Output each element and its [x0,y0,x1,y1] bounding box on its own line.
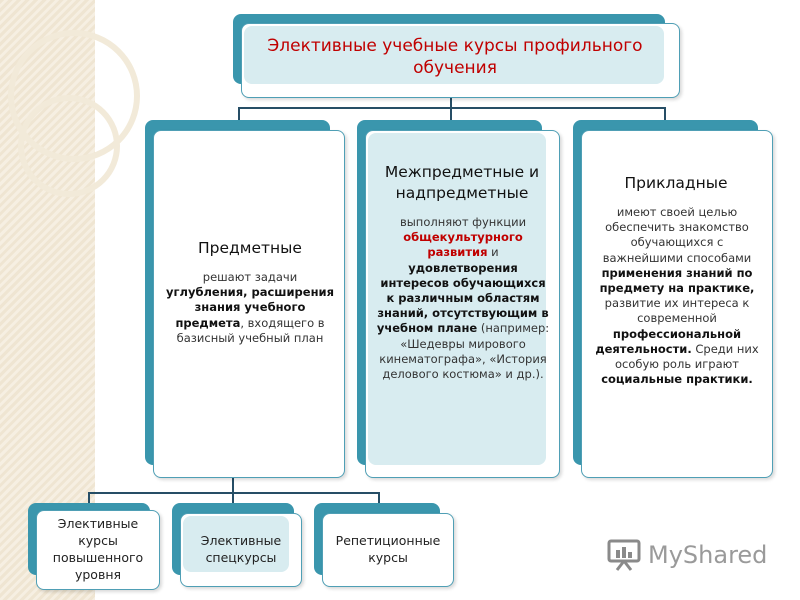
inter-column-text: выполняют функции общекультурного развит… [375,215,551,382]
inter-column-panel [368,133,546,465]
subject-column-panel [156,133,331,465]
subject-column-text: решают задачи углубления, расширения зна… [165,270,335,346]
logo-text: MyShared [648,541,768,569]
applied-text-bold: профессиональной деятельности. [595,326,742,356]
myshared-logo: MyShared [606,538,767,572]
title-panel [244,26,664,84]
applied-column-heading: Прикладные [624,174,728,192]
connector-line [232,492,234,506]
inter-text-part: (например: «Шедевры мирового кинематогра… [379,321,550,382]
connector-line [238,107,240,121]
connector-line [378,492,380,506]
applied-column-panel [584,133,759,465]
inter-column-heading: Межпредметные и надпредметные [384,163,540,202]
special-courses-label: Элективные спецкурсы [200,533,282,565]
special-courses-panel [183,516,289,572]
diagram-title: Элективные учебные курсы профильного обу… [267,36,643,78]
connector-line [664,107,666,121]
applied-column-text: имеют своей целью обеспечить знакомство … [589,205,765,387]
applied-text-bold: применения знаний по предмету на практик… [599,265,755,296]
applied-text-bold: социальные практики. [601,372,753,387]
connector-line [450,107,452,121]
subject-text-part: , входящего в базисный учебный план [176,315,325,345]
applied-text-part: Среди них особую роль играют [615,341,759,372]
advanced-courses-panel [39,513,147,576]
repetition-courses-panel [325,516,441,572]
advanced-courses-label: Элективные курсы повышенного уровня [52,516,144,582]
connector-line [88,492,380,494]
subject-text-bold: углубления, расширения знания учебного п… [166,285,334,330]
decorative-circle [18,95,120,197]
inter-text-highlight: общекультурного развития [403,230,523,260]
connector-line [232,478,234,493]
presentation-board-icon [607,539,641,571]
subject-column-heading: Предметные [198,239,302,257]
connector-line [450,97,452,108]
repetition-courses-label: Репетиционные курсы [335,533,441,565]
inter-text-part: выполняют функции [399,215,527,229]
applied-text-part: развитие их интереса к современной [604,296,750,326]
subject-text-part: решают задачи [202,270,298,284]
inter-text-part: и [487,245,499,260]
connector-line [88,492,90,506]
inter-text-bold: удовлетворения интересов обучающихся к р… [376,260,549,336]
applied-text-part: имеют своей целью обеспечить знакомство … [602,205,752,265]
